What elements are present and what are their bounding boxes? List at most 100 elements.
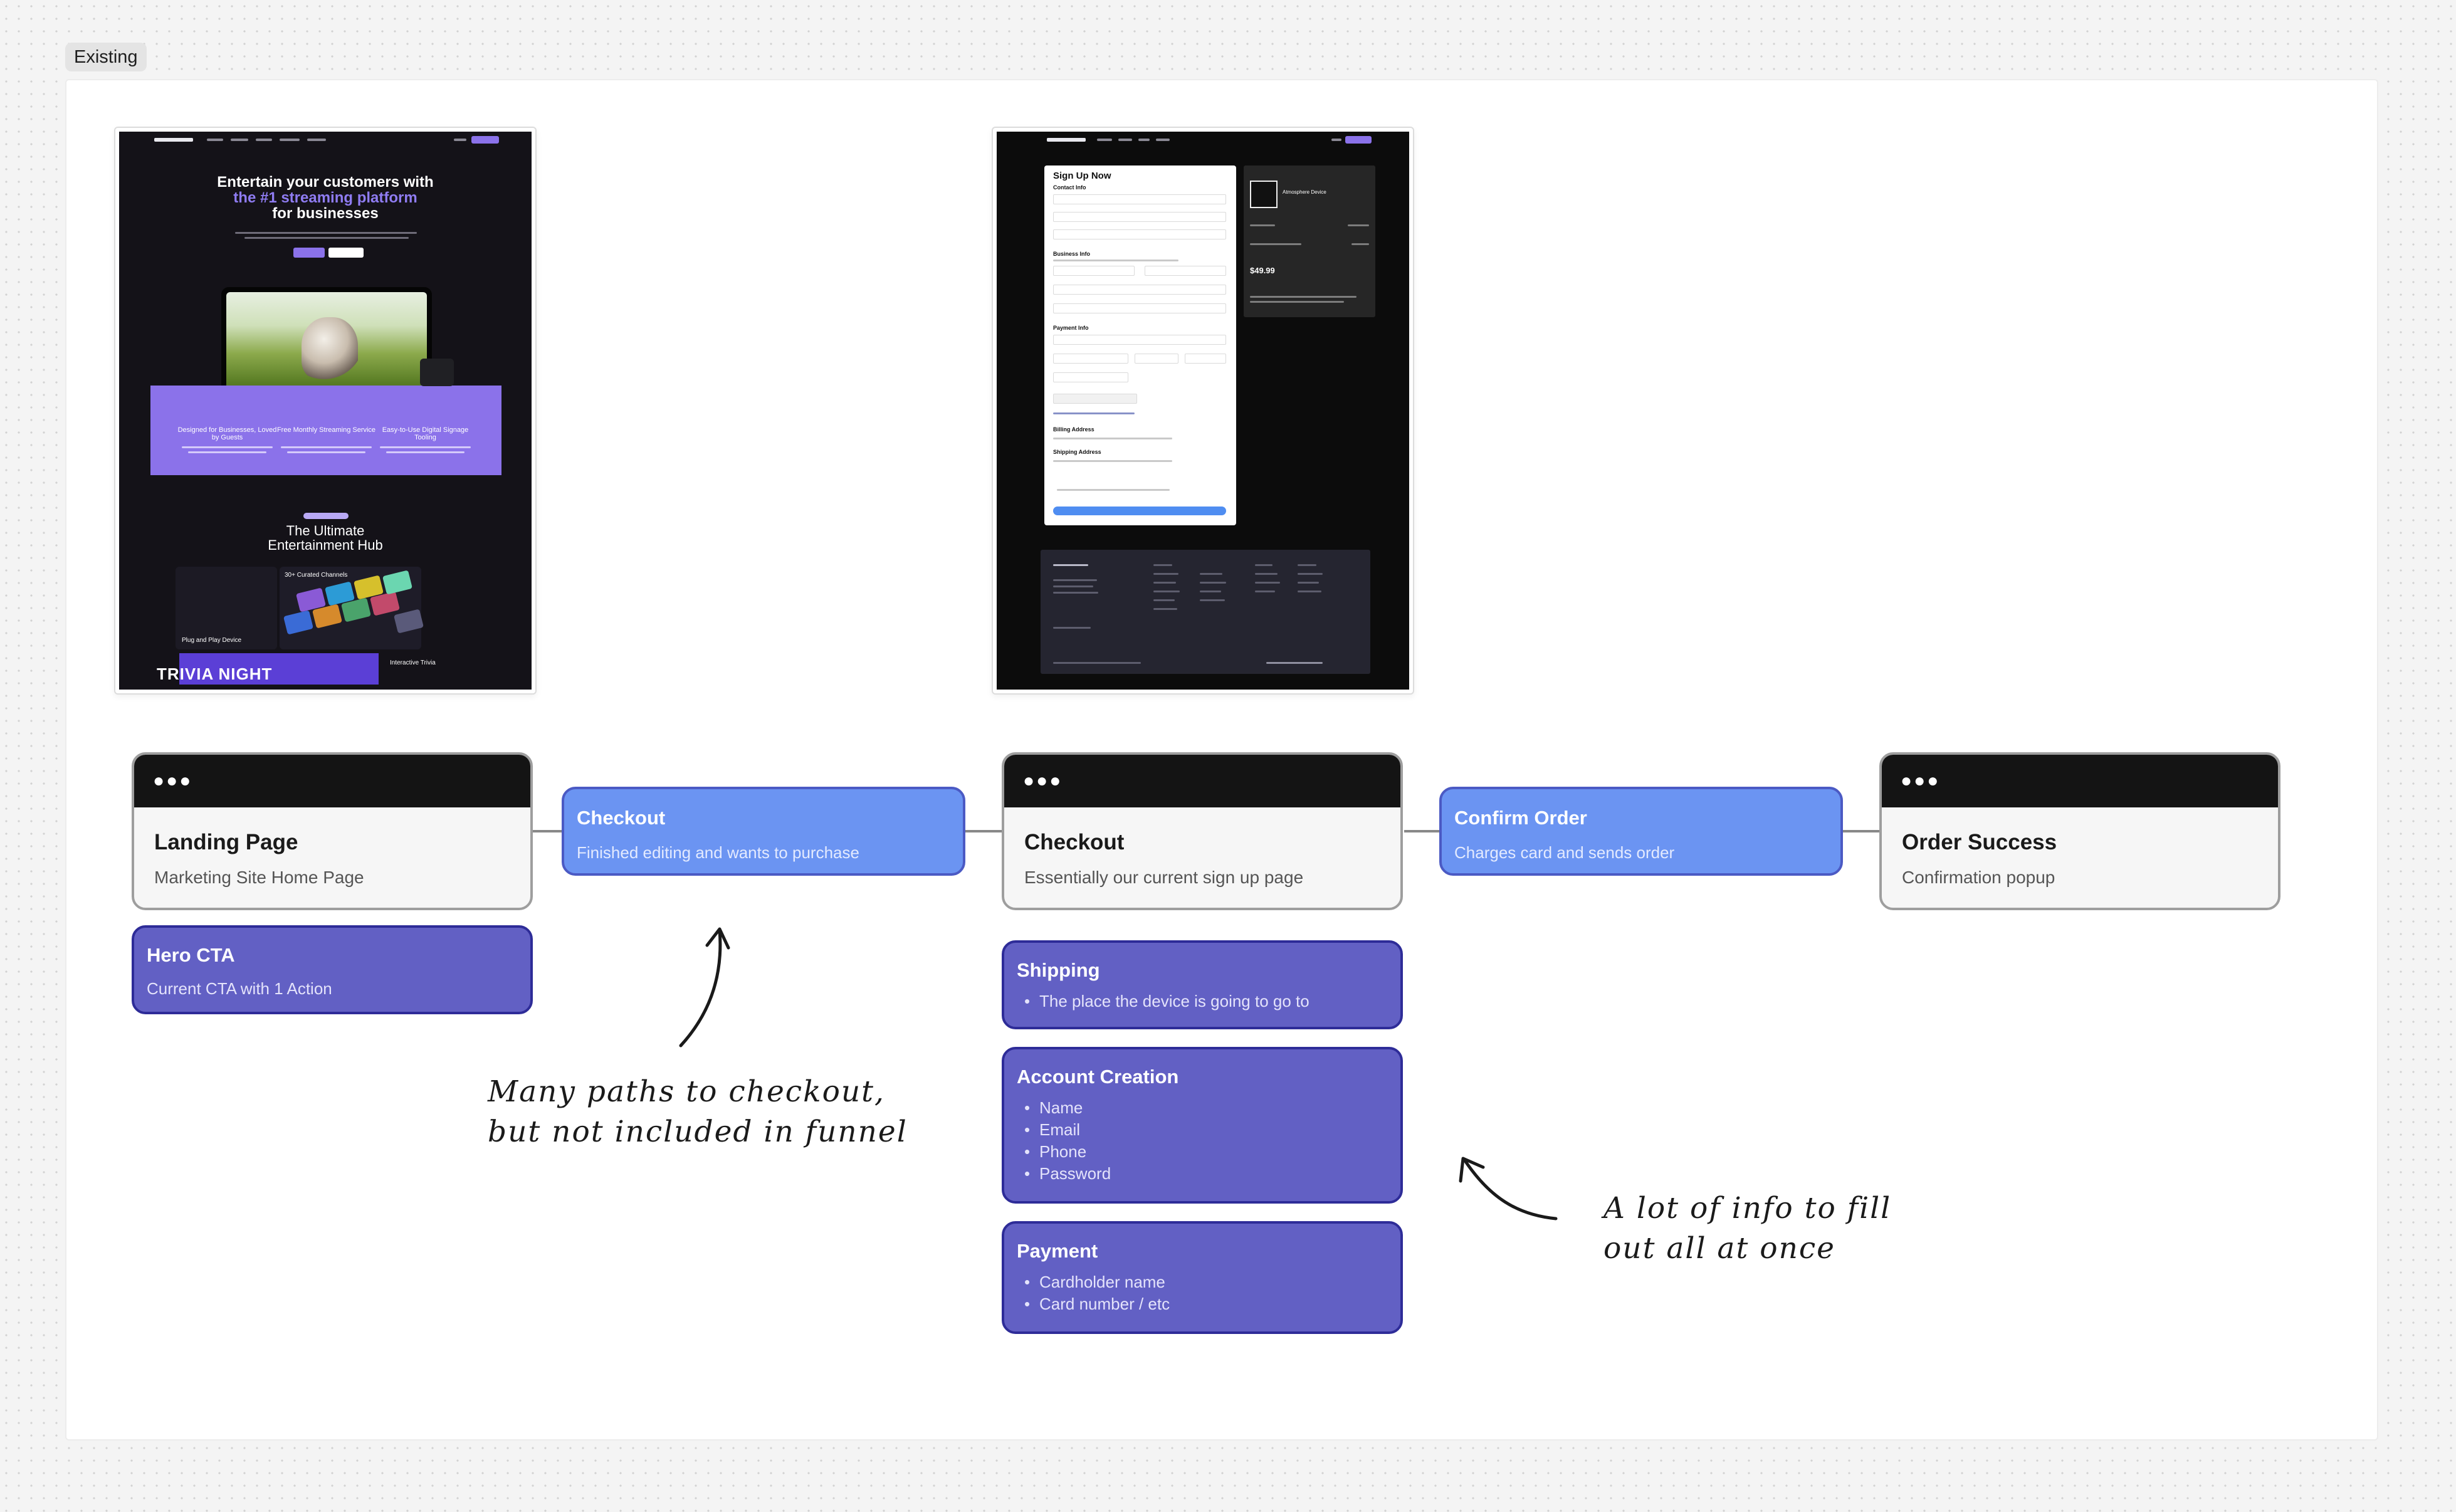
footer-col-line <box>1153 582 1176 584</box>
feature-title: Easy-to-Use Digital Signage Tooling <box>382 426 469 441</box>
mini-signup-submit <box>1053 507 1226 515</box>
form-field <box>1053 303 1226 313</box>
form-field <box>1135 354 1178 364</box>
footer-col-line <box>1255 591 1275 592</box>
footer-col-line <box>1153 591 1180 592</box>
form-field <box>1053 212 1226 222</box>
summary-line <box>1348 224 1369 226</box>
note-list-item: Card number / etc <box>1017 1293 1388 1315</box>
card-title: Order Success <box>1902 830 2057 854</box>
form-field <box>1053 335 1226 345</box>
form-text-line <box>1053 438 1172 439</box>
mini-login-link <box>454 139 466 141</box>
card-title: Checkout <box>1024 830 1125 854</box>
mini-logo <box>154 138 193 142</box>
footer-social-icons <box>1266 662 1323 664</box>
note-title: Account Creation <box>1017 1066 1179 1088</box>
note-list-item: Phone <box>1017 1141 1388 1163</box>
footer-col-line <box>1298 573 1323 575</box>
flow-connector <box>533 830 563 832</box>
hero-subtext-line <box>235 232 417 234</box>
form-text-line <box>1053 460 1172 462</box>
trivia-banner <box>179 653 379 685</box>
landing-page-screenshot[interactable]: Entertain your customers with the #1 str… <box>114 127 537 695</box>
footer-line <box>1053 592 1098 594</box>
window-dots-icon: ●●● <box>153 770 193 791</box>
hero-subtext-line <box>244 237 409 239</box>
window-titlebar: ●●● <box>134 755 530 807</box>
note-list: The place the device is going to go to <box>1017 990 1388 1012</box>
note-list: Cardholder name Card number / etc <box>1017 1271 1388 1315</box>
account-creation-card[interactable]: Account Creation Name Email Phone Passwo… <box>1002 1047 1403 1204</box>
summary-price: $49.99 <box>1250 266 1275 275</box>
mini-nav-link <box>1118 139 1132 141</box>
feature-text-line <box>386 451 464 453</box>
form-field <box>1053 285 1226 295</box>
action-title: Checkout <box>577 807 666 829</box>
summary-line <box>1250 296 1357 298</box>
note-subtitle: Current CTA with 1 Action <box>147 979 332 998</box>
flow-connector <box>1843 830 1879 832</box>
checkout-page-card[interactable]: ●●● Checkout Essentially our current sig… <box>1002 752 1403 910</box>
channel-posters <box>279 570 424 646</box>
mini-nav-link <box>307 139 326 141</box>
hero-cta-card[interactable]: Hero CTA Current CTA with 1 Action <box>132 925 533 1014</box>
form-field <box>1185 354 1226 364</box>
summary-line <box>1351 243 1369 245</box>
footer-col-line <box>1298 591 1321 592</box>
mini-signup-button <box>471 136 499 144</box>
footer-col-line <box>1200 599 1225 601</box>
feature-title: Free Monthly Streaming Service <box>276 426 376 434</box>
form-section-payment: Payment Info <box>1053 325 1089 331</box>
note-title: Hero CTA <box>147 944 235 966</box>
summary-device-name: Atmosphere Device <box>1283 189 1326 195</box>
footer-col-line <box>1298 582 1319 584</box>
footer-col-line <box>1298 564 1316 566</box>
mini-nav-link <box>207 139 223 141</box>
feature-text-line <box>287 451 365 453</box>
form-field <box>1053 372 1128 382</box>
note-list-item: The place the device is going to go to <box>1017 990 1388 1012</box>
mini-logo <box>1047 138 1086 142</box>
footer-col-line <box>1255 564 1273 566</box>
card-subtitle: Confirmation popup <box>1902 868 2055 887</box>
footer-col-line <box>1200 573 1222 575</box>
annotation-lot-of-info: A lot of info to fill out all at once <box>1603 1191 1892 1266</box>
order-success-card[interactable]: ●●● Order Success Confirmation popup <box>1879 752 2280 910</box>
mini-signup-button <box>1345 136 1372 144</box>
mini-nav-link <box>280 139 300 141</box>
checkout-action-card[interactable]: Checkout Finished editing and wants to p… <box>562 787 965 876</box>
form-field <box>1145 266 1226 276</box>
flow-connector <box>1404 830 1439 832</box>
shipping-card[interactable]: Shipping The place the device is going t… <box>1002 940 1403 1029</box>
form-section-shipping: Shipping Address <box>1053 449 1101 455</box>
landing-page-card[interactable]: ●●● Landing Page Marketing Site Home Pag… <box>132 752 533 910</box>
summary-line <box>1250 243 1301 245</box>
mini-nav <box>997 132 1409 148</box>
hand-arrow-up-icon <box>679 927 730 1047</box>
hand-arrow-left-icon <box>1459 1157 1558 1221</box>
footer-col-line <box>1255 573 1278 575</box>
card-subtitle: Marketing Site Home Page <box>154 868 364 887</box>
mini-nav-link <box>256 139 272 141</box>
checkout-page-screenshot[interactable]: Sign Up Now Contact Info Business Info P… <box>992 127 1414 695</box>
terms-line <box>1057 489 1170 491</box>
footer-col-line <box>1153 564 1172 566</box>
window-titlebar: ●●● <box>1882 755 2278 807</box>
summary-line <box>1250 301 1344 303</box>
annotation-many-paths: Many paths to checkout, but not included… <box>488 1074 908 1149</box>
confirm-order-card[interactable]: Confirm Order Charges card and sends ord… <box>1439 787 1843 876</box>
footer-col-line <box>1153 573 1178 575</box>
signup-form-card <box>1044 165 1236 525</box>
flow-connector <box>965 830 1002 832</box>
remote-device-image <box>420 359 454 386</box>
feature-text-line <box>281 446 372 448</box>
device-tile-label: Plug and Play Device <box>182 637 242 644</box>
card-subtitle: Essentially our current sign up page <box>1024 868 1304 887</box>
mini-nav-link <box>1138 139 1150 141</box>
payment-card[interactable]: Payment Cardholder name Card number / et… <box>1002 1221 1403 1334</box>
form-field <box>1053 194 1226 204</box>
window-dots-icon: ●●● <box>1023 770 1063 791</box>
note-list-item: Name <box>1017 1097 1388 1119</box>
action-subtitle: Charges card and sends order <box>1454 843 1675 862</box>
